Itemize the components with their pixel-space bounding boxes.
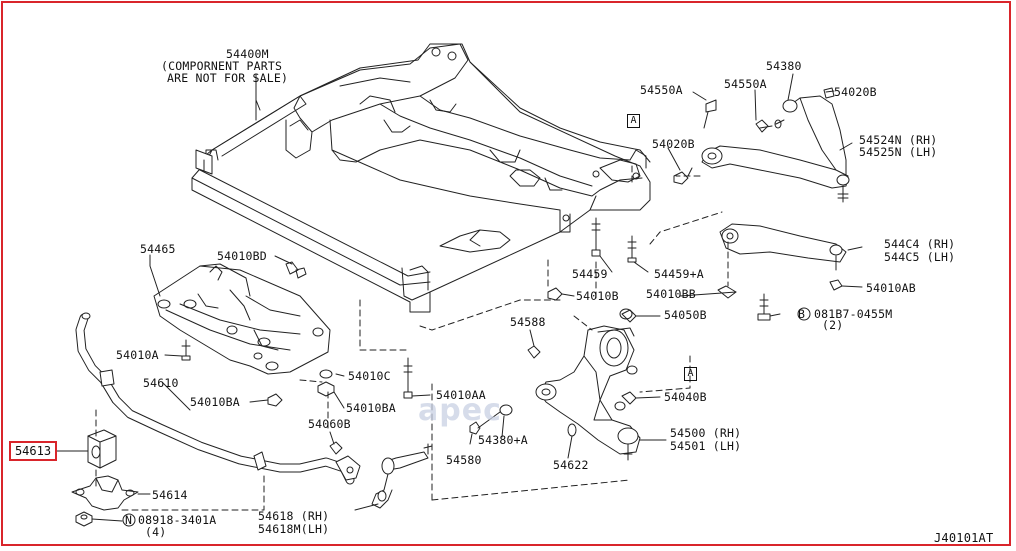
label-08918-qty: (4) bbox=[145, 525, 167, 539]
subframe-part-number: 54400M bbox=[226, 47, 269, 61]
label-54550a-right[interactable]: 54550A bbox=[724, 77, 767, 91]
label-54465[interactable]: 54465 bbox=[140, 242, 176, 256]
label-54524n[interactable]: 54524N (RH) bbox=[859, 133, 938, 147]
label-54010ba-left[interactable]: 54010BA bbox=[190, 395, 240, 409]
label-54380a[interactable]: 54380+A bbox=[478, 433, 528, 447]
label-54020b-right[interactable]: 54020B bbox=[834, 85, 877, 99]
fasteners-drawing bbox=[181, 167, 693, 455]
label-54614[interactable]: 54614 bbox=[152, 488, 188, 502]
label-544c5[interactable]: 544C5 (LH) bbox=[884, 250, 956, 264]
circle-b-marker bbox=[797, 307, 811, 321]
label-54040b[interactable]: 54040B bbox=[664, 390, 707, 404]
label-54550a-left[interactable]: 54550A bbox=[640, 83, 683, 97]
label-54060b[interactable]: 54060B bbox=[308, 417, 351, 431]
highlighted-part-label[interactable]: 54613 bbox=[9, 441, 57, 461]
stabilizer-link-drawing bbox=[371, 443, 433, 509]
label-54010b[interactable]: 54010B bbox=[576, 289, 619, 303]
label-54020b-left[interactable]: 54020B bbox=[652, 137, 695, 151]
bracket-drawing bbox=[71, 475, 139, 511]
label-54588[interactable]: 54588 bbox=[510, 315, 546, 329]
nut-drawing bbox=[75, 511, 93, 527]
label-54010bb[interactable]: 54010BB bbox=[646, 287, 696, 301]
circle-n-letter: N bbox=[125, 513, 133, 527]
section-marker-a-lower: A bbox=[684, 367, 697, 381]
label-54618[interactable]: 54618 (RH) bbox=[258, 509, 330, 523]
label-544c4[interactable]: 544C4 (RH) bbox=[884, 237, 956, 251]
label-54618m[interactable]: 54618M(LH) bbox=[258, 522, 330, 536]
stabilizer-bar-drawing bbox=[75, 312, 361, 485]
lower-link-drawing bbox=[717, 223, 847, 321]
label-54580[interactable]: 54580 bbox=[446, 453, 482, 467]
label-08918[interactable]: 08918-3401A bbox=[138, 513, 217, 527]
circle-n-marker bbox=[122, 513, 136, 527]
label-081b7[interactable]: 081B7-0455M bbox=[814, 307, 893, 321]
diagram-code: J40101AT bbox=[934, 531, 994, 545]
circle-b-letter: B bbox=[798, 307, 806, 321]
alignment-lines bbox=[95, 165, 729, 511]
label-081b7-qty: (2) bbox=[822, 318, 844, 332]
leader-lines bbox=[56, 73, 863, 522]
label-54380[interactable]: 54380 bbox=[766, 59, 802, 73]
label-54010ba-right[interactable]: 54010BA bbox=[346, 401, 396, 415]
subframe-note-line-1: (COMPORNENT PARTS bbox=[161, 59, 283, 73]
upper-link-drawing bbox=[673, 87, 850, 203]
label-54525n[interactable]: 54525N (LH) bbox=[859, 145, 938, 159]
lower-arm-drawing bbox=[535, 308, 641, 461]
bushing-drawing bbox=[87, 429, 117, 469]
label-54050b[interactable]: 54050B bbox=[664, 308, 707, 322]
subframe-note-line-2: ARE NOT FOR SALE) bbox=[167, 71, 289, 85]
watermark: apec bbox=[418, 393, 502, 428]
section-marker-a-upper: A bbox=[627, 114, 640, 128]
member-drawing bbox=[153, 261, 331, 375]
label-54010a[interactable]: 54010A bbox=[116, 348, 159, 362]
label-54622[interactable]: 54622 bbox=[553, 458, 589, 472]
label-54501[interactable]: 54501 (LH) bbox=[670, 439, 742, 453]
label-54010aa[interactable]: 54010AA bbox=[436, 388, 486, 402]
label-54500[interactable]: 54500 (RH) bbox=[670, 426, 742, 440]
label-54010ab[interactable]: 54010AB bbox=[866, 281, 916, 295]
subframe-drawing bbox=[191, 43, 651, 313]
label-54610[interactable]: 54610 bbox=[143, 376, 179, 390]
label-54010bd[interactable]: 54010BD bbox=[217, 249, 267, 263]
label-54459a[interactable]: 54459+A bbox=[654, 267, 704, 281]
label-54459[interactable]: 54459 bbox=[572, 267, 608, 281]
label-54010c[interactable]: 54010C bbox=[348, 369, 391, 383]
